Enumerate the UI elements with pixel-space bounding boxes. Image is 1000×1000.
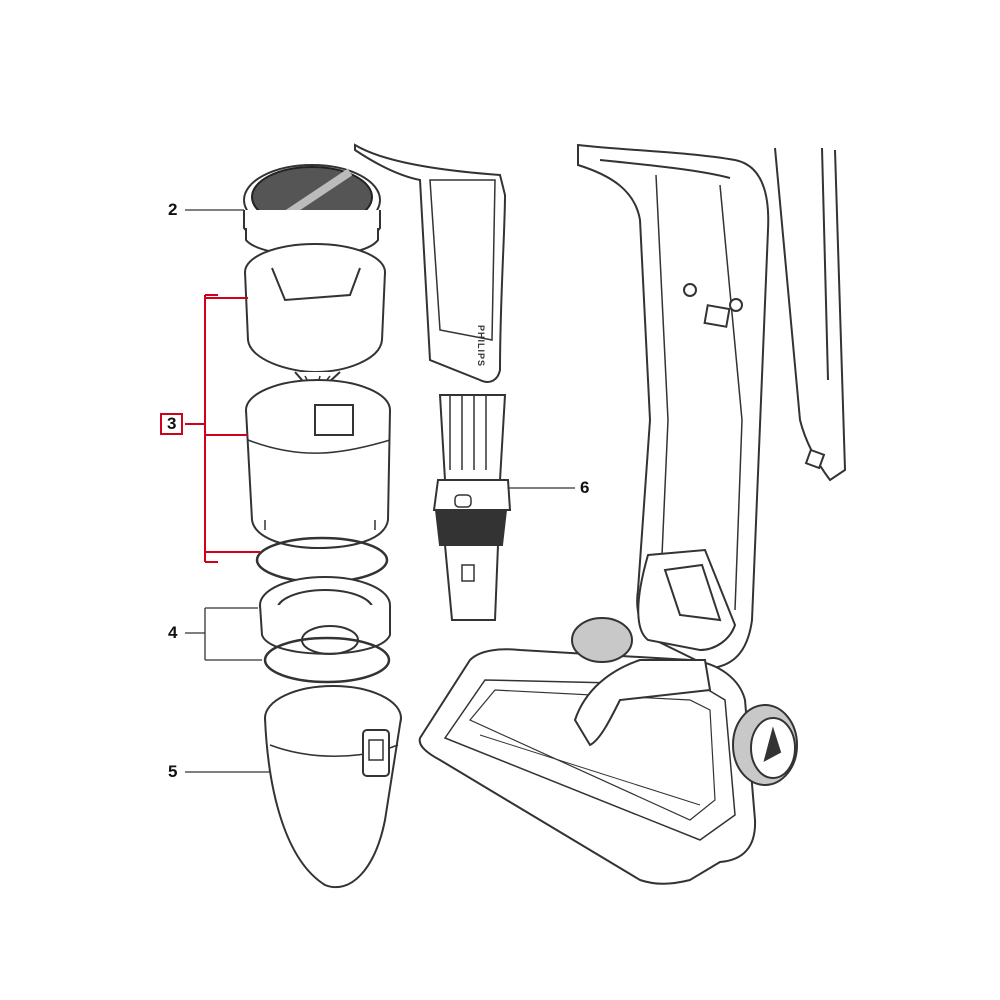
- brand-text: PHILIPS: [476, 325, 486, 368]
- vacuum-top-body: [354, 143, 507, 383]
- bracket-3-highlight: [185, 294, 260, 563]
- vacuum-handle: [577, 143, 770, 670]
- callout-3: 3: [160, 413, 184, 435]
- callout-5: 5: [168, 762, 178, 781]
- part-4-seal-ring: [263, 636, 391, 684]
- part-6-crevice-brush: [432, 394, 512, 621]
- part-3-cyclone-upper: [244, 243, 386, 397]
- part-2-filter: [243, 164, 381, 257]
- floor-nozzle: [418, 617, 798, 885]
- leader-lines: [185, 209, 575, 773]
- bracket-4: [185, 607, 262, 661]
- callout-4: 4: [168, 623, 178, 642]
- part-5-dust-bin: [264, 685, 402, 889]
- vacuum-neck: [637, 548, 737, 652]
- part-3-cyclone-lower: [245, 379, 391, 550]
- callout-2: 2: [168, 200, 178, 219]
- vacuum-back-frame: [774, 147, 847, 482]
- callout-6: 6: [580, 478, 590, 497]
- part-4-separator: [259, 576, 391, 655]
